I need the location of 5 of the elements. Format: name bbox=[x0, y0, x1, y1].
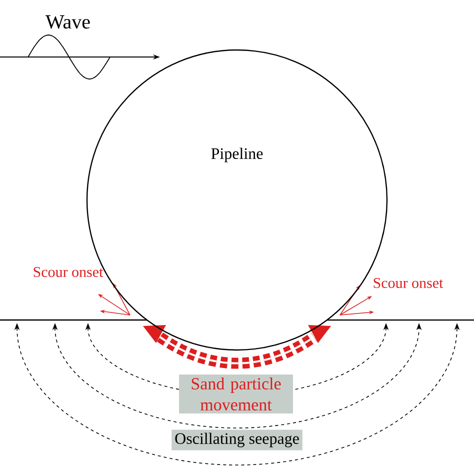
label-box: Sand particle movement bbox=[179, 374, 293, 414]
label: Wave bbox=[46, 15, 90, 29]
label-box: Oscillating seepage bbox=[172, 430, 302, 450]
label: Scour onset bbox=[374, 278, 444, 288]
label: Scour onset bbox=[34, 266, 104, 278]
